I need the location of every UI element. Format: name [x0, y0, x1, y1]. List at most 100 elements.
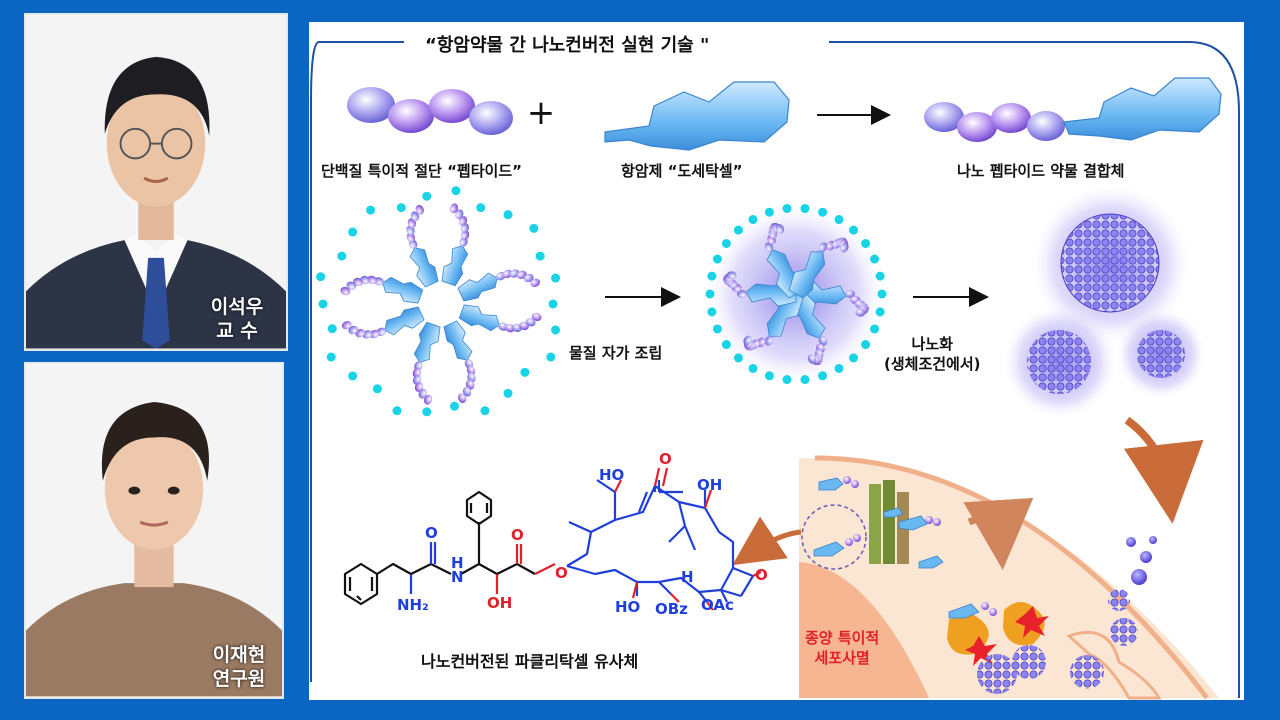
micelle-dot [712, 254, 722, 264]
diagram-panel: + [309, 22, 1244, 700]
tumor-cell [799, 455, 1219, 700]
label-tumor-death-line1: 종양 특이적 [805, 629, 880, 647]
loose-strand [458, 304, 542, 333]
micelle-dot [782, 375, 792, 385]
micelle-strand [788, 237, 849, 299]
solvent-dot [546, 352, 556, 362]
label-nanoization-line1: 나노화 [911, 335, 953, 353]
chem-oh-top: OH [697, 476, 722, 494]
micelle-dot [877, 289, 887, 299]
chem-h: H [451, 554, 464, 572]
micelle-dot [748, 215, 758, 225]
diagram-title: “항암약물 간 나노컨버전 실현 기술 " [417, 31, 718, 57]
micelle-dot [870, 324, 880, 334]
label-nanoization-line2: (생체조건에서) [884, 355, 981, 373]
solvent-dot [520, 367, 530, 377]
solvent-dot [318, 299, 328, 309]
chem-obz: OBz [655, 600, 688, 618]
portrait-illustration-professor [26, 15, 286, 349]
solvent-dot [476, 203, 486, 213]
arrow-to-cell [1123, 416, 1204, 524]
caption-researcher: 이재현 연구원 [204, 643, 274, 691]
solvent-dot [348, 371, 358, 381]
drug-shape [604, 81, 790, 151]
photo-professor: 이석우 교 수 [24, 13, 288, 351]
label-analog: 나노컨버전된 파클리탁셀 유사체 [421, 652, 639, 671]
micelle-dot [875, 307, 885, 317]
paclitaxel-analog-structure [343, 467, 762, 611]
solvent-dot [503, 388, 513, 398]
person-role-1: 교 수 [216, 320, 258, 342]
label-peptide: 단백질 특이적 절단 “펩타이드” [321, 162, 522, 180]
chem-oac: OAc [701, 596, 734, 614]
chem-o-top: O [659, 450, 672, 468]
frame-border [310, 41, 1240, 698]
micelle [704, 202, 888, 386]
loose-strand [412, 321, 441, 405]
micelle-dot [764, 371, 774, 381]
chem-n: N [451, 568, 464, 586]
label-drug: 항암제 “도세탁셀” [621, 162, 743, 180]
solvent-dot [327, 324, 337, 334]
person-role-2: 연구원 [212, 668, 266, 690]
chem-o-ester: O [555, 564, 568, 582]
solvent-dot [396, 203, 406, 213]
solvent-dot [503, 210, 513, 220]
micelle-dot [849, 225, 859, 235]
loose-strand [340, 275, 424, 304]
micelle-dot [800, 203, 810, 213]
micelle-dot [764, 207, 774, 217]
solvent-dot [372, 384, 382, 394]
solvent-dot [551, 273, 561, 283]
micelle-dot [834, 363, 844, 373]
solvent-dot [535, 251, 545, 261]
micelle-dot [849, 353, 859, 363]
micelle-dot [712, 324, 722, 334]
caption-professor: 이석우 교 수 [202, 295, 272, 343]
solvent-dot [337, 251, 347, 261]
micelle-dot [748, 363, 758, 373]
solvent-dot [551, 325, 561, 335]
chem-nh2: NH₂ [397, 596, 429, 614]
label-tumor-death: 종양 특이적 세포사멸 [805, 628, 879, 668]
portrait-illustration-researcher [26, 364, 282, 697]
loose-strand [443, 320, 476, 404]
label-self-assembly: 물질 자가 조립 [569, 344, 663, 362]
arrow-to-structure [732, 516, 802, 566]
chem-o-ring: O [755, 566, 768, 584]
solvent-dot [392, 406, 402, 416]
micelle-dot [707, 271, 717, 281]
loose-strand [457, 269, 541, 302]
micelle-dot [818, 207, 828, 217]
micelle-dot [870, 254, 880, 264]
micelle-dot [721, 340, 731, 350]
solvent-dot [422, 191, 432, 201]
micelle-dot [861, 238, 871, 248]
photo-researcher: 이재현 연구원 [24, 362, 284, 699]
micelle-dot [875, 271, 885, 281]
loose-strand [341, 306, 425, 339]
loose-assembly [316, 186, 561, 417]
micelle-dot [782, 203, 792, 213]
person-name-2: 이재현 [212, 644, 266, 666]
solvent-dot [529, 223, 539, 233]
loose-strand [441, 203, 470, 287]
solvent-dot [450, 401, 460, 411]
conjugate-chain [924, 77, 1222, 142]
chem-ho-bottom: HO [615, 598, 640, 616]
micelle-dot [818, 371, 828, 381]
solvent-dot [348, 227, 358, 237]
solvent-dot [326, 352, 336, 362]
micelle-dot [834, 215, 844, 225]
loose-strand [406, 204, 439, 288]
micelle-dot [733, 353, 743, 363]
solvent-dot [480, 406, 490, 416]
peptide-chain [347, 87, 513, 135]
label-tumor-death-line2: 세포사멸 [814, 649, 870, 667]
diagram-graphics: + [310, 41, 1240, 700]
micelle-dot [733, 225, 743, 235]
nanoparticles [1002, 182, 1207, 420]
solvent-dot [422, 407, 432, 417]
chem-o-amide: O [425, 524, 438, 542]
micelle-dot [861, 340, 871, 350]
